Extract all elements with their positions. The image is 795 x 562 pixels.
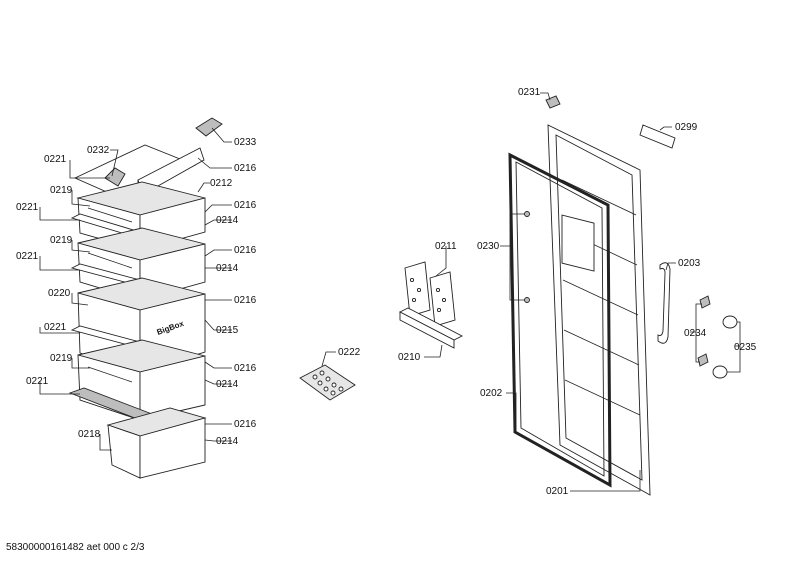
label-0216: 0216: [234, 295, 257, 306]
label-0216: 0216: [234, 200, 257, 211]
label-0221: 0221: [44, 322, 67, 333]
label-0210: 0210: [398, 352, 421, 363]
label-0221: 0221: [26, 376, 49, 387]
label-0230: 0230: [477, 241, 500, 252]
door-liner-inner: [555, 134, 643, 481]
label-0219: 0219: [50, 235, 73, 246]
label-0214: 0214: [216, 263, 239, 274]
door-hinge: [545, 95, 561, 109]
label-0202: 0202: [480, 388, 503, 399]
door-display-panel: [561, 214, 595, 272]
label-0212: 0212: [210, 178, 233, 189]
document-footer-code: 58300000161482 aet 000 c 2/3: [6, 542, 145, 553]
label-0234: 0234: [684, 328, 707, 339]
label-0222: 0222: [338, 347, 361, 358]
label-0214: 0214: [216, 379, 239, 390]
screw-lower: [524, 297, 530, 303]
label-0221: 0221: [16, 251, 39, 262]
label-0232: 0232: [87, 145, 110, 156]
leader-lines: [39, 92, 741, 492]
door-handle: [657, 262, 671, 344]
handle-screw-2: [697, 353, 709, 367]
cover-cap-1: [722, 315, 738, 329]
label-0216: 0216: [234, 419, 257, 430]
door-trim-strip: [639, 124, 676, 149]
cold-pack-holder-front: [399, 311, 455, 349]
label-0219: 0219: [50, 353, 73, 364]
label-0211: 0211: [435, 241, 457, 252]
ice-tray-cells: [312, 370, 344, 396]
shelf-clip: [104, 167, 126, 187]
drawer-3-side: [139, 355, 206, 421]
label-0231: 0231: [518, 87, 541, 98]
label-0235: 0235: [734, 342, 757, 353]
label-0214: 0214: [216, 436, 239, 447]
screw-upper: [524, 211, 530, 217]
door-seal-inner: [515, 161, 605, 477]
label-0216: 0216: [234, 363, 257, 374]
label-0221: 0221: [16, 202, 39, 213]
drawer-bottom-side: [139, 417, 206, 479]
cold-pack-dots: [409, 277, 447, 313]
label-0216: 0216: [234, 163, 257, 174]
label-0215: 0215: [216, 325, 239, 336]
label-0201: 0201: [546, 486, 569, 497]
hinge-part: [195, 117, 223, 137]
label-0233: 0233: [234, 137, 257, 148]
part-number-labels: 0221 0232 0233 0216 0212 0219 0216 0221 …: [16, 87, 757, 497]
label-0218: 0218: [78, 429, 101, 440]
door-seal: [508, 152, 612, 488]
label-0220: 0220: [48, 288, 71, 299]
cover-cap-2: [712, 365, 728, 379]
label-0299: 0299: [675, 122, 698, 133]
label-0221: 0221: [44, 154, 67, 165]
label-0203: 0203: [678, 258, 701, 269]
ice-tray: [299, 364, 356, 401]
label-0219: 0219: [50, 185, 73, 196]
handle-screw-1: [699, 295, 711, 309]
label-0214: 0214: [216, 215, 239, 226]
label-0216: 0216: [234, 245, 257, 256]
